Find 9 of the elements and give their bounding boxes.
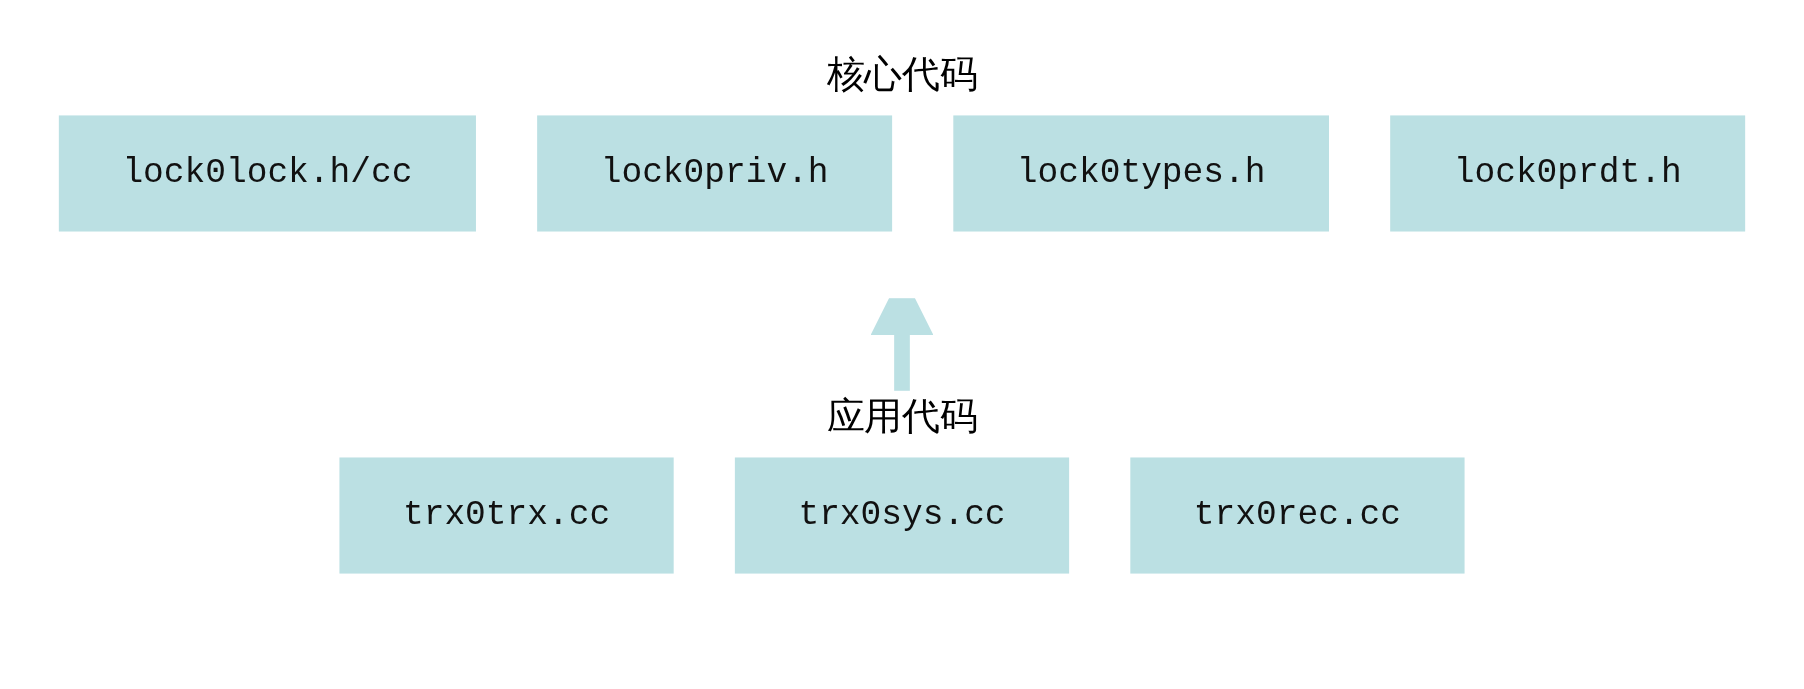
node-box: lock0prdt.h <box>1390 115 1746 232</box>
node-text: 核心代码 <box>826 55 978 99</box>
node-box: trx0sys.cc <box>734 457 1070 574</box>
node-box: trx0trx.cc <box>339 457 674 574</box>
node-text: 应用代码 <box>826 397 978 441</box>
node-box: lock0priv.h <box>537 115 893 232</box>
node-box: trx0rec.cc <box>1130 457 1465 574</box>
node-box: lock0types.h <box>953 115 1329 232</box>
node-box: lock0lock.h/cc <box>58 115 476 232</box>
